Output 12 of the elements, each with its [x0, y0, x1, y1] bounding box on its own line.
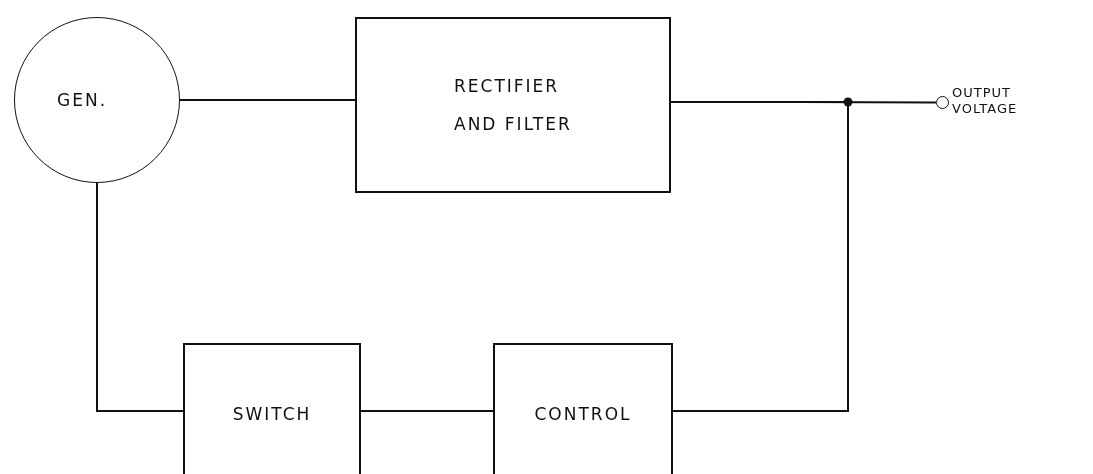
block-box: [355, 17, 671, 193]
connector-line: [96, 182, 184, 412]
block-box: [183, 343, 361, 474]
connector-line: [179, 99, 356, 101]
block-label: SWITCH: [232, 403, 312, 426]
block-label: GEN.: [57, 89, 109, 112]
terminal-label: OUTPUT VOLTAGE: [952, 85, 1019, 117]
connector-line: [360, 410, 494, 412]
block-label: RECTIFIER AND FILTER: [454, 75, 572, 136]
terminal-circle: [936, 96, 949, 109]
block-label: CONTROL: [534, 403, 632, 426]
block-box: [493, 343, 673, 474]
